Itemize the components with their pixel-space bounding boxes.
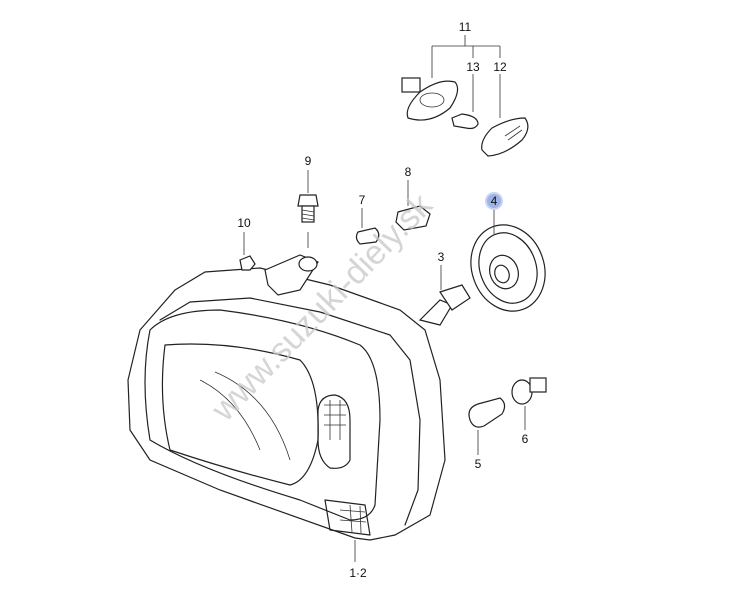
- label-11[interactable]: 11: [459, 20, 472, 34]
- part-8-socket[interactable]: [395, 180, 431, 231]
- label-5[interactable]: 5: [475, 457, 482, 471]
- label-8[interactable]: 8: [405, 165, 412, 179]
- part-9-screw[interactable]: [297, 170, 319, 248]
- label-7[interactable]: 7: [359, 193, 366, 207]
- part-3-headlamp-bulb[interactable]: [418, 265, 471, 326]
- label-13[interactable]: 13: [466, 60, 480, 74]
- highlight-marker: [485, 192, 503, 210]
- label-10[interactable]: 10: [237, 216, 251, 230]
- part-4-bulb-cover[interactable]: [459, 210, 557, 322]
- label-12[interactable]: 12: [493, 60, 507, 74]
- part-10-clip[interactable]: [239, 232, 256, 271]
- label-9[interactable]: 9: [305, 154, 312, 168]
- part-11-side-marker-assembly[interactable]: [401, 35, 529, 157]
- headlamp-assembly[interactable]: [127, 254, 446, 541]
- label-4[interactable]: 4: [491, 194, 498, 208]
- part-6-socket[interactable]: [511, 377, 547, 430]
- label-3[interactable]: 3: [438, 250, 445, 264]
- label-1-2[interactable]: 1·2: [349, 566, 367, 580]
- label-6[interactable]: 6: [522, 432, 529, 446]
- part-5-bulb[interactable]: [468, 397, 506, 455]
- part-7-bulb[interactable]: [355, 208, 380, 245]
